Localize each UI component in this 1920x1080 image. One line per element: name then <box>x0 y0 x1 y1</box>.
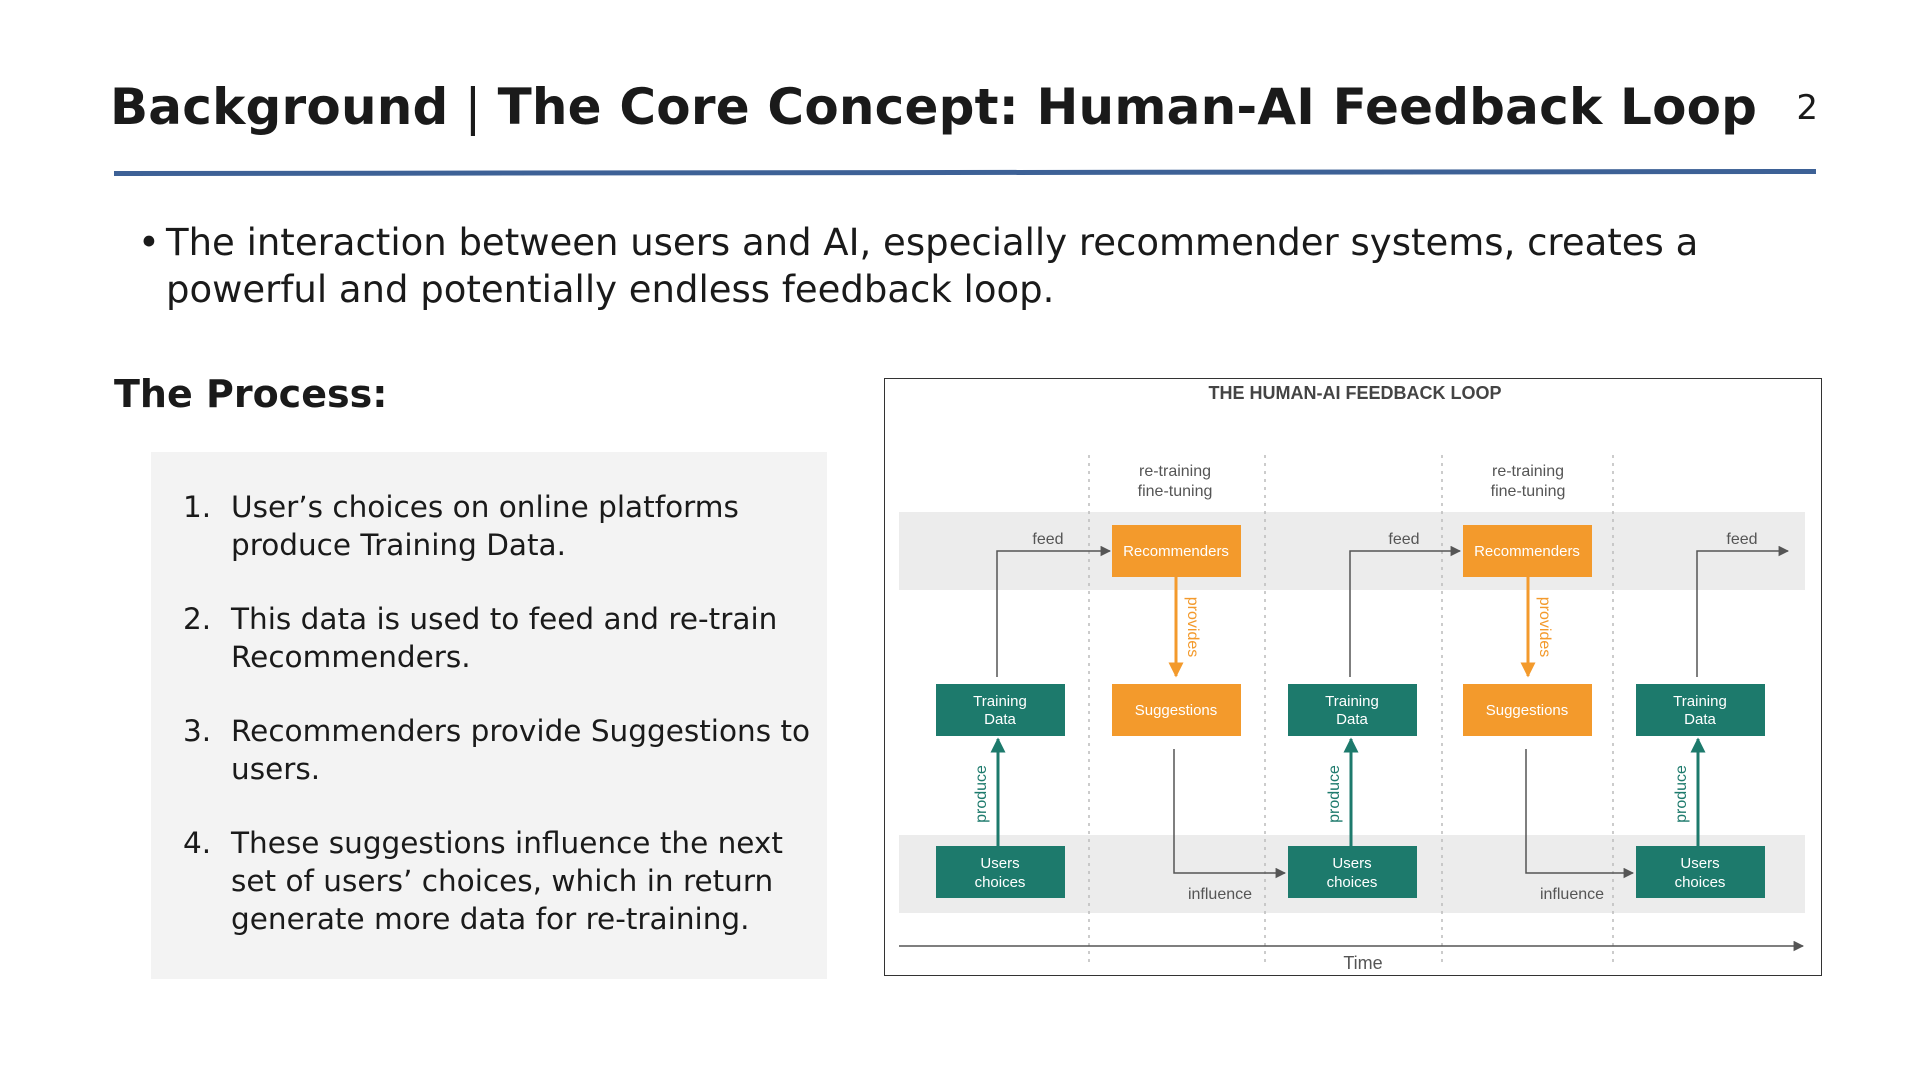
title-divider <box>113 168 1817 177</box>
training-data-label: Data <box>984 711 1016 728</box>
training-data-box <box>1288 684 1417 736</box>
influence-arrow <box>1525 749 1635 879</box>
suggestions-box <box>1112 684 1241 736</box>
time-label: Time <box>1343 953 1382 973</box>
users-choices-label: Users <box>1332 855 1371 872</box>
users-choices-label: choices <box>1675 874 1726 891</box>
users-choices-box <box>1288 846 1417 898</box>
suggestions-label: Suggestions <box>1135 702 1218 719</box>
process-steps-list: 1. User’s choices on online platforms pr… <box>151 452 827 938</box>
feedback-loop-figure: THE HUMAN-AI FEEDBACK LOOP re-training f… <box>884 378 1822 976</box>
process-step: 1. User’s choices on online platforms pr… <box>183 488 813 564</box>
retraining-label: re-training <box>1139 463 1211 480</box>
title-section: Background <box>110 78 449 136</box>
feed-label: feed <box>1726 531 1757 548</box>
feedback-loop-diagram: THE HUMAN-AI FEEDBACK LOOP re-training f… <box>899 383 1805 973</box>
page-number: 2 <box>1796 88 1818 128</box>
slide-title: Background | The Core Concept: Human-AI Fe… <box>110 78 1757 136</box>
feed-label: feed <box>1032 531 1063 548</box>
recommenders-box <box>1463 525 1592 577</box>
recommenders-box <box>1112 525 1241 577</box>
produce-label: produce <box>1673 765 1690 823</box>
intro-bullet: • The interaction between users and AI, … <box>138 219 1738 313</box>
title-separator: | <box>464 78 482 136</box>
training-data-label: Training <box>1673 693 1727 710</box>
title-topic: The Core Concept: Human-AI Feedback Loop <box>497 78 1758 136</box>
produce-label: produce <box>1326 765 1343 823</box>
users-choices-label: choices <box>1327 874 1378 891</box>
step-text: These suggestions influence the next set… <box>231 826 783 936</box>
produce-label: produce <box>973 765 990 823</box>
recommenders-label: Recommenders <box>1123 543 1229 560</box>
feed-label: feed <box>1388 531 1419 548</box>
training-data-box <box>936 684 1065 736</box>
users-choices-box <box>936 846 1065 898</box>
intro-bullet-text: The interaction between users and AI, es… <box>166 221 1699 311</box>
step-text: This data is used to feed and re-train R… <box>231 602 778 674</box>
process-step: 2. This data is used to feed and re-trai… <box>183 600 813 676</box>
feed-arrow <box>996 545 1112 677</box>
step-number: 1. <box>183 490 212 524</box>
training-data-label: Training <box>1325 693 1379 710</box>
training-data-label: Data <box>1336 711 1368 728</box>
influence-label: influence <box>1188 886 1252 903</box>
process-heading: The Process: <box>114 372 388 416</box>
step-number: 3. <box>183 714 212 748</box>
users-choices-box <box>1636 846 1765 898</box>
training-data-label: Data <box>1684 711 1716 728</box>
feed-arrow <box>1696 545 1790 677</box>
process-step: 4. These suggestions influence the next … <box>183 824 813 938</box>
training-data-label: Training <box>973 693 1027 710</box>
process-steps-panel: 1. User’s choices on online platforms pr… <box>151 452 827 979</box>
provides-label: provides <box>1184 597 1201 657</box>
process-step: 3. Recommenders provide Suggestions to u… <box>183 712 813 788</box>
feed-arrow <box>1349 545 1462 677</box>
finetuning-label: fine-tuning <box>1491 483 1566 500</box>
influence-label: influence <box>1540 886 1604 903</box>
training-data-box <box>1636 684 1765 736</box>
step-number: 4. <box>183 826 212 860</box>
users-choices-label: Users <box>1680 855 1719 872</box>
users-choices-label: choices <box>975 874 1026 891</box>
step-number: 2. <box>183 602 212 636</box>
finetuning-label: fine-tuning <box>1138 483 1213 500</box>
users-choices-label: Users <box>980 855 1019 872</box>
diagram-title: THE HUMAN-AI FEEDBACK LOOP <box>1209 383 1502 403</box>
suggestions-box <box>1463 684 1592 736</box>
suggestions-label: Suggestions <box>1486 702 1569 719</box>
step-text: Recommenders provide Suggestions to user… <box>231 714 811 786</box>
retraining-label: re-training <box>1492 463 1564 480</box>
provides-label: provides <box>1536 597 1553 657</box>
step-text: User’s choices on online platforms produ… <box>231 490 739 562</box>
recommenders-label: Recommenders <box>1474 543 1580 560</box>
influence-arrow <box>1173 749 1287 879</box>
bullet-dot-icon: • <box>138 221 160 264</box>
